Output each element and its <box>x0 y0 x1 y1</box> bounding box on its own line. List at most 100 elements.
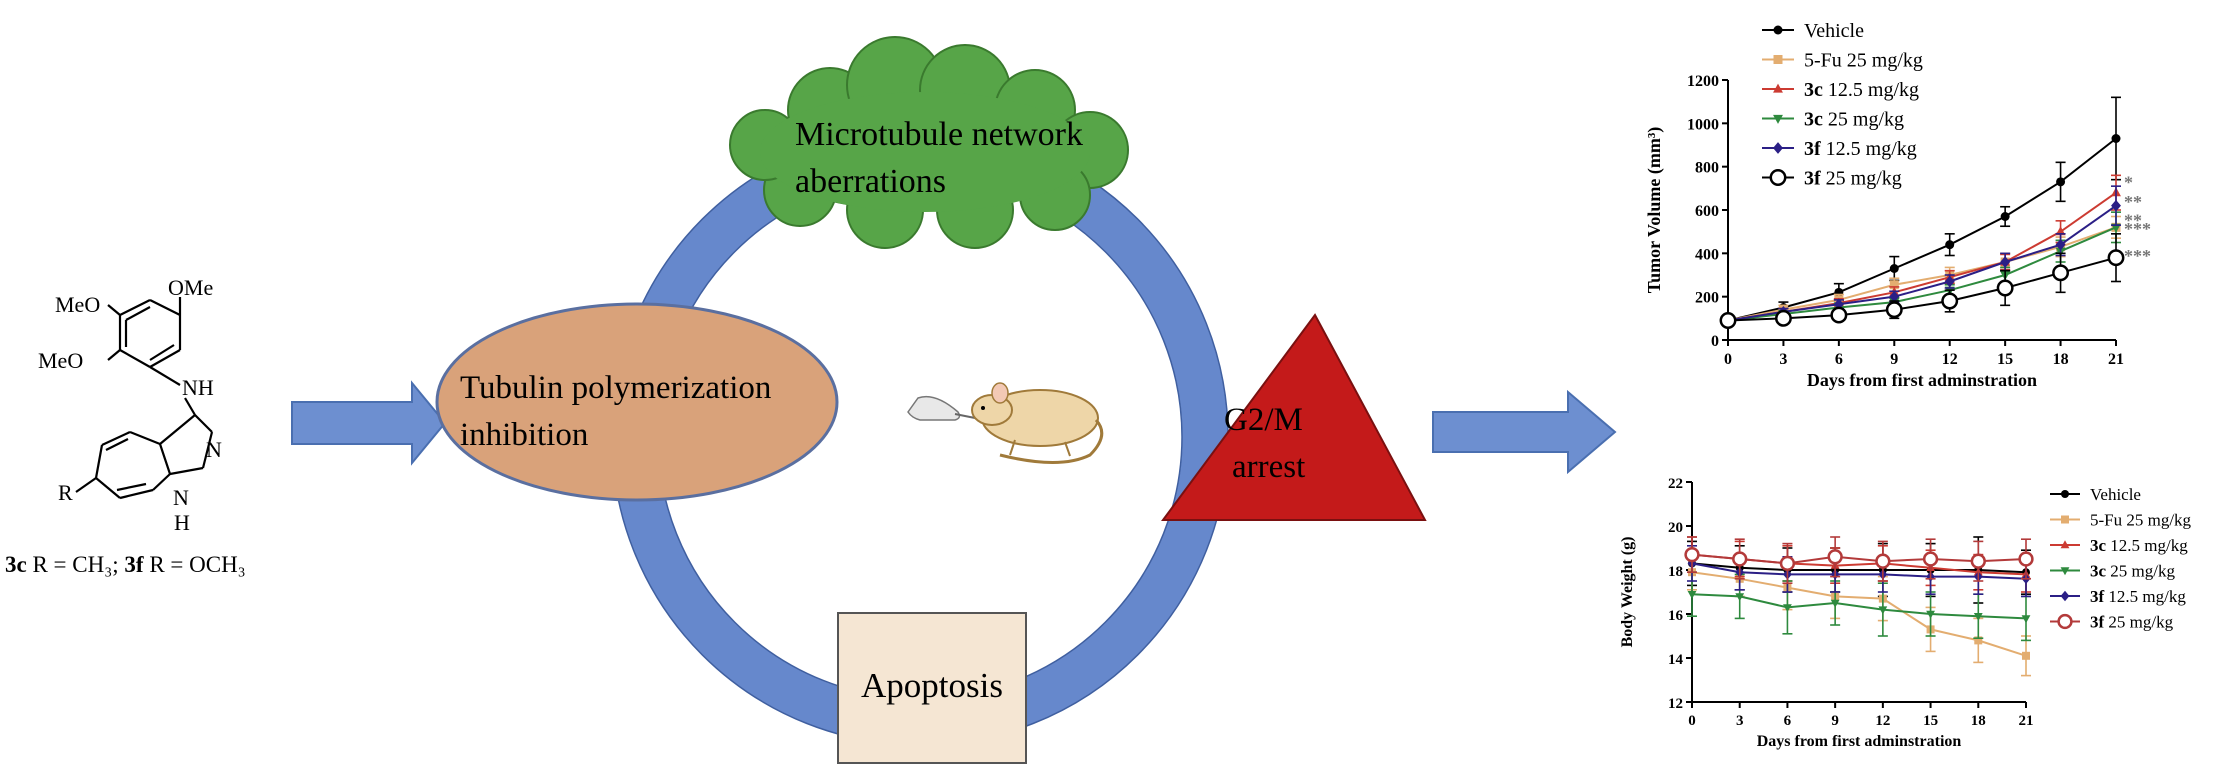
y-tick-label: 200 <box>1695 290 1719 307</box>
data-point <box>2055 226 2066 236</box>
y-tick-label: 22 <box>1668 476 1683 492</box>
legend-compound: 3c <box>2090 536 2107 555</box>
ome-group-label: OMe <box>168 275 213 300</box>
data-point <box>1973 613 1983 621</box>
data-point <box>1974 636 1983 645</box>
legend-marker <box>2057 613 2073 630</box>
meo-group-label-lower: MeO <box>38 348 83 373</box>
x-tick-label: 3 <box>1736 713 1744 729</box>
data-point <box>1684 546 1700 563</box>
series-line <box>1691 571 2027 657</box>
y-axis-title: Body Weight (g) <box>1619 537 1636 648</box>
data-point <box>2111 199 2121 212</box>
y-tick-label: 14 <box>1668 652 1684 668</box>
data-point <box>1830 599 1840 608</box>
data-point <box>1783 604 1792 613</box>
data-point <box>1735 593 1745 602</box>
legend-marker <box>1773 142 1783 154</box>
significance-mark: ** <box>2124 192 2142 212</box>
data-point <box>1922 551 1939 567</box>
compound-3c-label: 3c <box>5 552 27 577</box>
y-tick-label: 16 <box>1668 608 1684 624</box>
series-line <box>1691 553 2027 565</box>
data-point <box>1885 301 1903 319</box>
x-tick-label: 6 <box>1784 713 1792 729</box>
legend-label: 3c 25 mg/kg <box>2090 561 2175 580</box>
arrow-to-mechanism <box>291 380 447 466</box>
data-point <box>1827 549 1843 565</box>
cloud-label-line1: Microtubule network <box>795 116 1083 153</box>
significance-mark: ** <box>2124 210 2142 230</box>
ellipse-label-line1: Tubulin polymerization <box>460 370 771 406</box>
series-line <box>1727 204 2117 322</box>
ellipse-label-line2: inhibition <box>460 417 588 453</box>
legend-label: Vehicle <box>2090 485 2141 504</box>
legend-dose: 25 mg/kg <box>1821 168 1902 190</box>
x-tick-label: 21 <box>2108 351 2124 368</box>
data-point <box>1926 610 1935 619</box>
data-point <box>1970 553 1986 569</box>
apoptosis-box <box>837 612 1027 764</box>
series-line <box>1691 562 2027 580</box>
legend-label: 3f 25 mg/kg <box>1804 168 1902 190</box>
cloud-label-line2: aberrations <box>795 163 946 200</box>
legend-label: 3c 12.5 mg/kg <box>2090 536 2188 555</box>
arrow-to-results <box>1432 389 1617 475</box>
data-point <box>2000 256 2011 268</box>
legend-marker <box>1773 55 1783 64</box>
x-tick-label: 15 <box>1923 713 1938 729</box>
h-atom-label: H <box>174 510 190 535</box>
y-tick-label: 0 <box>1711 333 1719 350</box>
legend-compound: 3f <box>2090 587 2105 606</box>
tubulin-ellipse <box>435 302 839 502</box>
data-point <box>1889 280 1899 290</box>
nh-group-label: NH <box>182 375 214 400</box>
legend-marker <box>2060 590 2070 602</box>
legend-label: 3c 12.5 mg/kg <box>1804 79 1919 101</box>
y-axis-title: Tumor Volume (mm³) <box>1644 127 1665 293</box>
y-tick-label: 1200 <box>1687 73 1719 90</box>
legend-dose: 12.5 mg/kg <box>2104 587 2186 606</box>
data-point <box>2055 238 2066 251</box>
y-tick-label: 20 <box>1668 520 1683 536</box>
legend-dose: 5-Fu 25 mg/kg <box>2090 510 2192 529</box>
significance-mark: * <box>2124 172 2133 192</box>
y-tick-label: 18 <box>1668 564 1683 580</box>
x-tick-label: 15 <box>1997 351 2013 368</box>
legend-marker <box>1773 114 1783 124</box>
legend-label: 5-Fu 25 mg/kg <box>1804 50 1923 72</box>
legend-marker <box>1773 83 1783 93</box>
mouse-injection-illustration <box>907 382 1104 464</box>
data-point <box>2111 223 2121 233</box>
legend-marker <box>1773 25 1783 35</box>
legend-dose: 25 mg/kg <box>2106 561 2175 580</box>
x-axis-title: Days from first adminstration <box>1757 733 1962 750</box>
compound-3c-formula: R = CH₃; <box>27 552 125 577</box>
tumor-volume-series <box>1719 96 2125 329</box>
x-tick-label: 6 <box>1835 351 1843 368</box>
cloud-fill <box>760 92 1090 212</box>
y-tick-label: 800 <box>1695 160 1719 177</box>
series-line <box>1727 137 2117 322</box>
legend-dose: 25 mg/kg <box>1823 109 1904 131</box>
legend-dose: Vehicle <box>1804 20 1864 42</box>
x-tick-label: 3 <box>1779 351 1787 368</box>
data-point <box>2018 551 2034 567</box>
meo-group-label: MeO <box>55 292 100 317</box>
data-point <box>1732 551 1748 567</box>
significance-mark: *** <box>2124 246 2151 266</box>
data-point <box>1889 290 1900 303</box>
x-tick-label: 0 <box>1688 713 1696 729</box>
data-point <box>1944 275 1955 288</box>
significance-mark: *** <box>2124 219 2151 239</box>
x-tick-label: 9 <box>1831 713 1839 729</box>
data-point <box>1774 309 1792 327</box>
data-point <box>1779 555 1796 572</box>
y-tick-label: 1000 <box>1687 116 1719 133</box>
data-point <box>2000 212 2010 221</box>
x-tick-label: 0 <box>1724 351 1732 368</box>
